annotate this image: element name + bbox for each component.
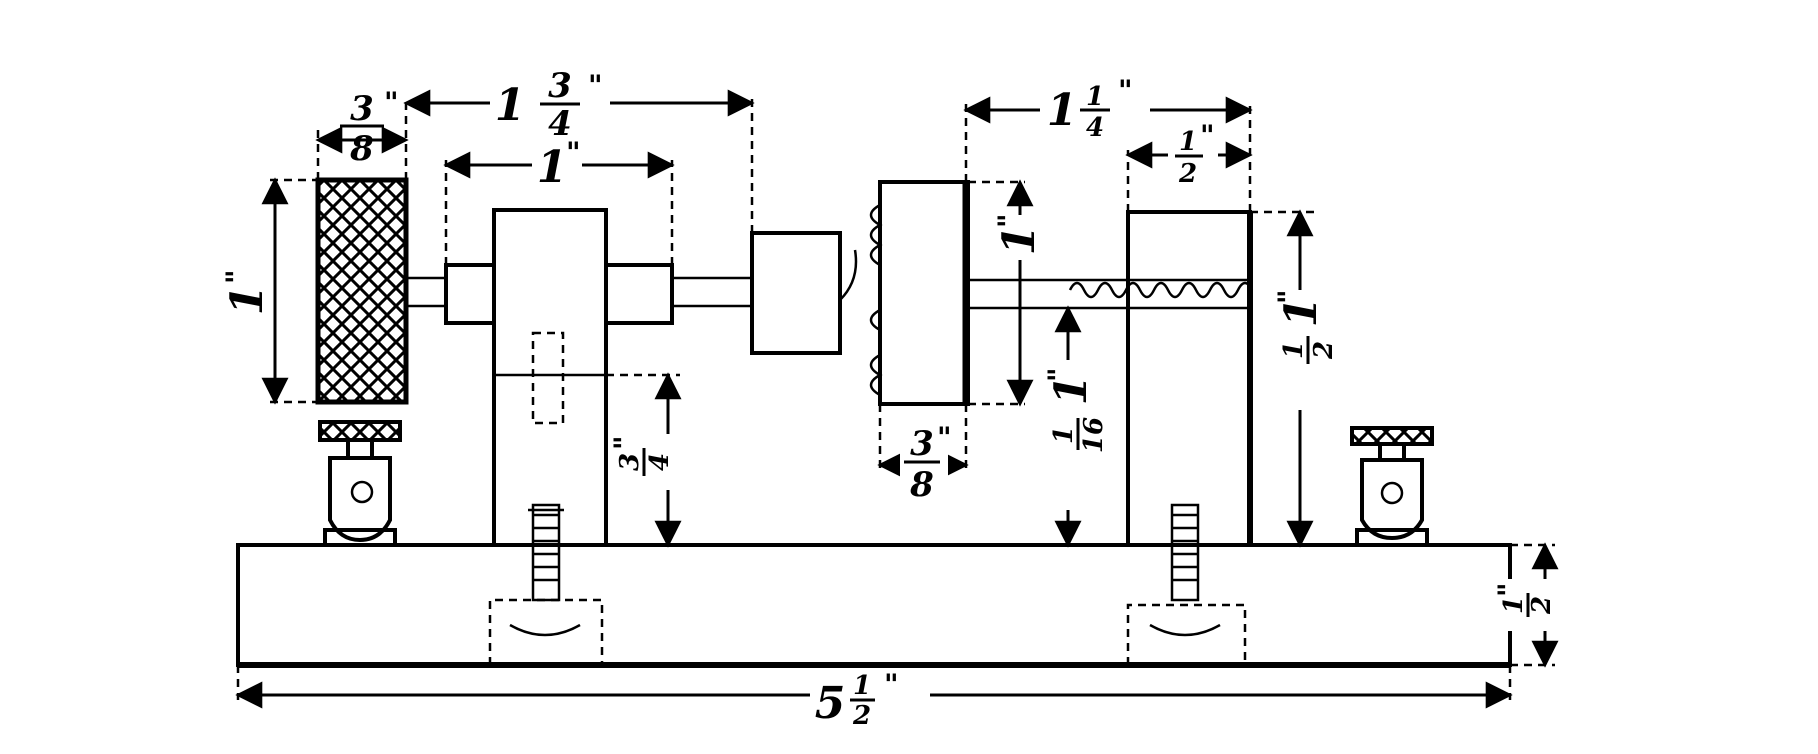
svg-text:": " — [1200, 119, 1215, 152]
svg-text:1: 1 — [1047, 85, 1078, 136]
label-right-span: 1 1 4 " — [1040, 74, 1150, 143]
svg-text:2: 2 — [1309, 341, 1339, 360]
svg-text:1: 1 — [222, 285, 273, 316]
svg-text:1: 1 — [1049, 426, 1079, 444]
svg-text:": " — [1042, 367, 1075, 382]
label-post-height: 1 " 1 2 — [1272, 289, 1339, 410]
label-shaft-span: 1 3 4 " — [490, 66, 610, 144]
svg-text:3: 3 — [548, 66, 572, 106]
dimension-lines — [235, 89, 1559, 709]
label-knob-height: 1 " — [220, 269, 273, 315]
right-bearing-post — [1126, 210, 1253, 602]
svg-text:3: 3 — [910, 424, 934, 464]
knurled-knob — [315, 177, 409, 405]
coupling-block — [750, 231, 858, 355]
disc — [869, 180, 970, 406]
left-shaft — [404, 263, 754, 325]
svg-text:": " — [384, 86, 399, 119]
svg-text:5: 5 — [815, 678, 846, 729]
label-shaft-height: 1 " 1 16 — [1042, 360, 1109, 510]
svg-text:": " — [1492, 582, 1525, 597]
right-shaft — [966, 278, 1254, 310]
svg-text:2: 2 — [852, 701, 871, 731]
svg-text:": " — [608, 435, 641, 450]
label-knob-width: 3 " 8 — [340, 86, 399, 169]
label-right-post-width: 1 2 " — [1168, 119, 1218, 190]
svg-text:": " — [1272, 289, 1305, 304]
left-bearing-post — [492, 208, 608, 602]
svg-text:1: 1 — [1276, 297, 1327, 328]
svg-text:3: 3 — [615, 453, 645, 471]
extension-lines — [236, 95, 1555, 700]
svg-text:1: 1 — [1179, 127, 1197, 157]
svg-text:1: 1 — [1499, 596, 1529, 614]
svg-text:1: 1 — [994, 225, 1045, 256]
svg-text:1: 1 — [495, 80, 526, 131]
svg-text:16: 16 — [1079, 417, 1109, 453]
label-bearing-span: 1 " — [532, 136, 582, 193]
label-base-thickness: 1 2 " — [1492, 579, 1557, 631]
svg-text:1: 1 — [1086, 82, 1104, 112]
svg-text:4: 4 — [1086, 113, 1104, 143]
svg-text:": " — [1118, 74, 1133, 107]
svg-text:": " — [566, 136, 581, 169]
base-block — [236, 543, 1512, 668]
svg-text:2: 2 — [1178, 159, 1197, 189]
spring — [1068, 281, 1254, 299]
svg-text:2: 2 — [1527, 596, 1557, 615]
right-binding-post — [1350, 426, 1434, 547]
label-disc-height: 1 " — [992, 213, 1045, 260]
svg-text:4: 4 — [548, 104, 572, 144]
svg-text:1: 1 — [1046, 375, 1097, 406]
svg-text:3: 3 — [350, 89, 374, 129]
label-base-length: 5 1 2 " — [810, 668, 930, 731]
svg-text:8: 8 — [909, 465, 934, 505]
svg-text:8: 8 — [349, 129, 374, 169]
label-left-post-split: 3 4 " — [608, 434, 675, 490]
left-binding-post — [318, 420, 402, 547]
label-disc-width: 3 " 8 — [900, 421, 952, 505]
svg-text:1: 1 — [1279, 341, 1309, 359]
svg-text:": " — [220, 269, 253, 284]
svg-text:": " — [588, 69, 603, 102]
svg-text:": " — [992, 213, 1025, 228]
svg-text:": " — [884, 668, 899, 701]
svg-text:1: 1 — [537, 142, 568, 193]
svg-text:": " — [937, 421, 952, 454]
svg-text:4: 4 — [645, 453, 675, 471]
svg-text:1: 1 — [853, 671, 871, 701]
